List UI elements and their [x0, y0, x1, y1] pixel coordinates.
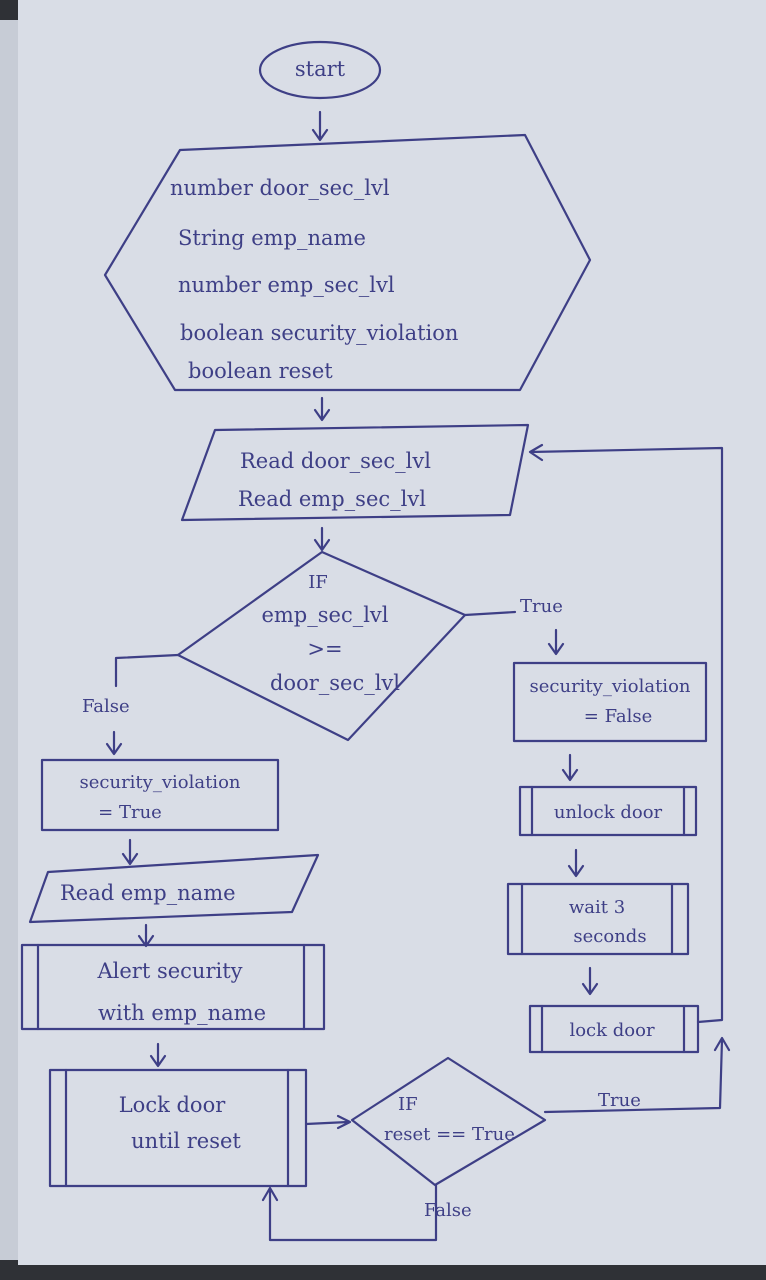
start-label: start — [295, 57, 346, 81]
declarations-shape — [103, 133, 592, 392]
arrow-read-to-decision — [313, 526, 331, 552]
false-branch-label: False — [82, 696, 130, 717]
set-violation-true-line-2: = True — [98, 802, 162, 823]
arrow-true-down — [547, 628, 565, 656]
true-branch-label: True — [520, 596, 563, 617]
lock-door-inner-bars — [540, 1004, 686, 1054]
reset-true-label: True — [598, 1090, 641, 1111]
alert-line-2: with emp_name — [98, 1001, 266, 1025]
decision-1-line-3: >= — [307, 637, 342, 661]
arrow-to-read-name — [121, 838, 139, 866]
alert-line-1: Alert security — [96, 959, 242, 983]
unlock-door-box — [518, 785, 698, 837]
lock-until-reset-line-2: until reset — [131, 1129, 241, 1153]
notebook-page — [18, 0, 766, 1265]
decl-line-1: number door_sec_lvl — [170, 176, 390, 200]
lock-door-box — [528, 1004, 700, 1054]
decision-2-line-2: reset == True — [384, 1124, 515, 1145]
wait-line-2: seconds — [573, 926, 646, 947]
decl-line-2: String emp_name — [178, 226, 366, 250]
connector-decision-false — [114, 653, 180, 688]
arrow-start-to-decl — [311, 110, 329, 142]
lock-door-label: lock door — [569, 1020, 655, 1041]
read-line-1: Read door_sec_lvl — [240, 449, 431, 473]
set-violation-true-line-1: security_violation — [80, 772, 241, 793]
decl-line-3: number emp_sec_lvl — [178, 273, 395, 297]
arrow-to-reset-decision — [304, 1114, 352, 1130]
reset-true-connector — [543, 1036, 731, 1114]
start-terminal — [258, 40, 382, 100]
unlock-door-label: unlock door — [554, 802, 663, 823]
decision-sec-level-shape — [176, 550, 467, 742]
decision-2-line-1: IF — [398, 1094, 418, 1115]
read-name-label: Read emp_name — [60, 881, 236, 905]
set-violation-false-box — [512, 661, 708, 743]
wait-inner-bars — [520, 882, 674, 956]
arrow-to-unlock — [561, 753, 579, 782]
decision-1-line-2: emp_sec_lvl — [261, 603, 388, 627]
reset-false-connector — [261, 1183, 438, 1242]
arrow-to-lock — [581, 966, 599, 996]
alert-security-inner-bars — [36, 943, 306, 1031]
read-input-shape — [180, 423, 530, 522]
set-violation-true-box — [40, 758, 280, 832]
decision-1-line-1: IF — [308, 572, 328, 593]
reset-false-label: False — [424, 1200, 472, 1221]
arrow-false-down — [105, 730, 123, 756]
unlock-door-inner-bars — [530, 785, 686, 837]
alert-security-box — [20, 943, 326, 1031]
arrow-decl-to-read — [313, 396, 331, 422]
lock-until-reset-inner-bars — [64, 1068, 290, 1188]
decl-line-4: boolean security_violation — [180, 321, 458, 345]
arrow-to-lock-until-reset — [149, 1042, 167, 1068]
read-name-shape — [28, 853, 320, 924]
wait-box — [506, 882, 690, 956]
decl-line-5: boolean reset — [188, 359, 333, 383]
decision-1-line-4: door_sec_lvl — [270, 671, 400, 695]
set-violation-false-line-1: security_violation — [530, 676, 691, 697]
read-line-2: Read emp_sec_lvl — [238, 487, 426, 511]
arrow-to-wait — [567, 848, 585, 878]
lock-until-reset-box — [48, 1068, 308, 1188]
connector-decision-true — [463, 610, 517, 617]
set-violation-false-line-2: = False — [584, 706, 652, 727]
wait-line-1: wait 3 — [569, 897, 625, 918]
lock-until-reset-line-1: Lock door — [119, 1093, 226, 1117]
loop-back-connector — [528, 443, 724, 1024]
